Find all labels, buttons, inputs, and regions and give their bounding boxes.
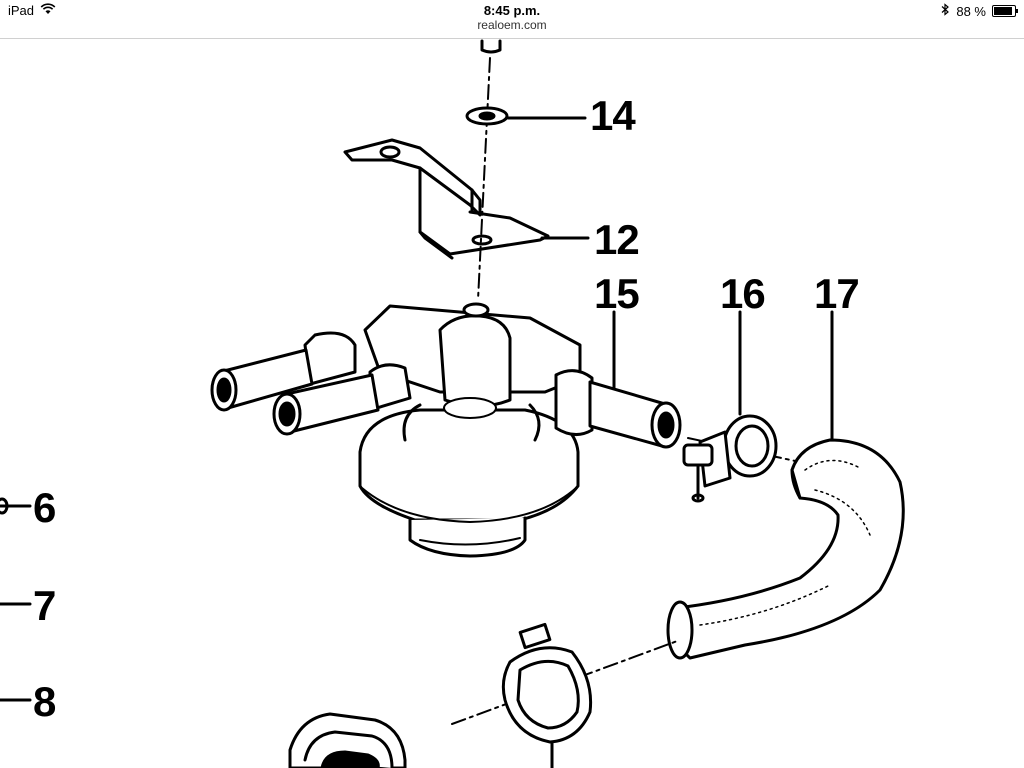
callout-17: 17 xyxy=(814,270,859,317)
washer-part-14 xyxy=(465,106,587,126)
parts-diagram: 14 12 15 16 17 6 7 8 xyxy=(0,39,905,768)
callout-8: 8 xyxy=(33,678,56,725)
callout-12: 12 xyxy=(594,216,639,263)
battery-icon xyxy=(992,5,1018,17)
address-bar[interactable]: realoem.com xyxy=(0,18,1024,38)
nozzle-left-lower xyxy=(272,363,412,436)
battery-percent: 88 % xyxy=(956,3,986,19)
hose-part-17 xyxy=(666,310,905,660)
screw-top xyxy=(480,39,502,54)
callout-7: 7 xyxy=(33,582,55,629)
leader-6-end xyxy=(0,497,9,515)
url-text[interactable]: realoem.com xyxy=(477,18,547,32)
clock: 8:45 p.m. xyxy=(483,3,541,18)
clamp-part-16 xyxy=(682,310,778,503)
hose-clamp-lower xyxy=(501,622,593,768)
bracket-part-12 xyxy=(343,138,590,260)
callout-14: 14 xyxy=(590,92,636,139)
battery-fill xyxy=(994,7,1012,15)
centerline-vertical xyxy=(477,57,491,301)
valve-body xyxy=(358,302,582,558)
callout-16: 16 xyxy=(720,270,765,317)
status-bar: iPad 8:45 p.m. 88 % xyxy=(0,0,1024,22)
bluetooth-icon xyxy=(941,3,950,19)
grommet-bottom xyxy=(288,712,407,768)
callout-15: 15 xyxy=(594,270,639,317)
nozzle-part-15 xyxy=(554,310,682,449)
device-name: iPad xyxy=(8,3,35,18)
wifi-icon xyxy=(40,3,56,18)
callout-6: 6 xyxy=(33,484,55,531)
nozzle-left-upper xyxy=(210,331,357,412)
toolbar-divider xyxy=(0,38,1024,39)
